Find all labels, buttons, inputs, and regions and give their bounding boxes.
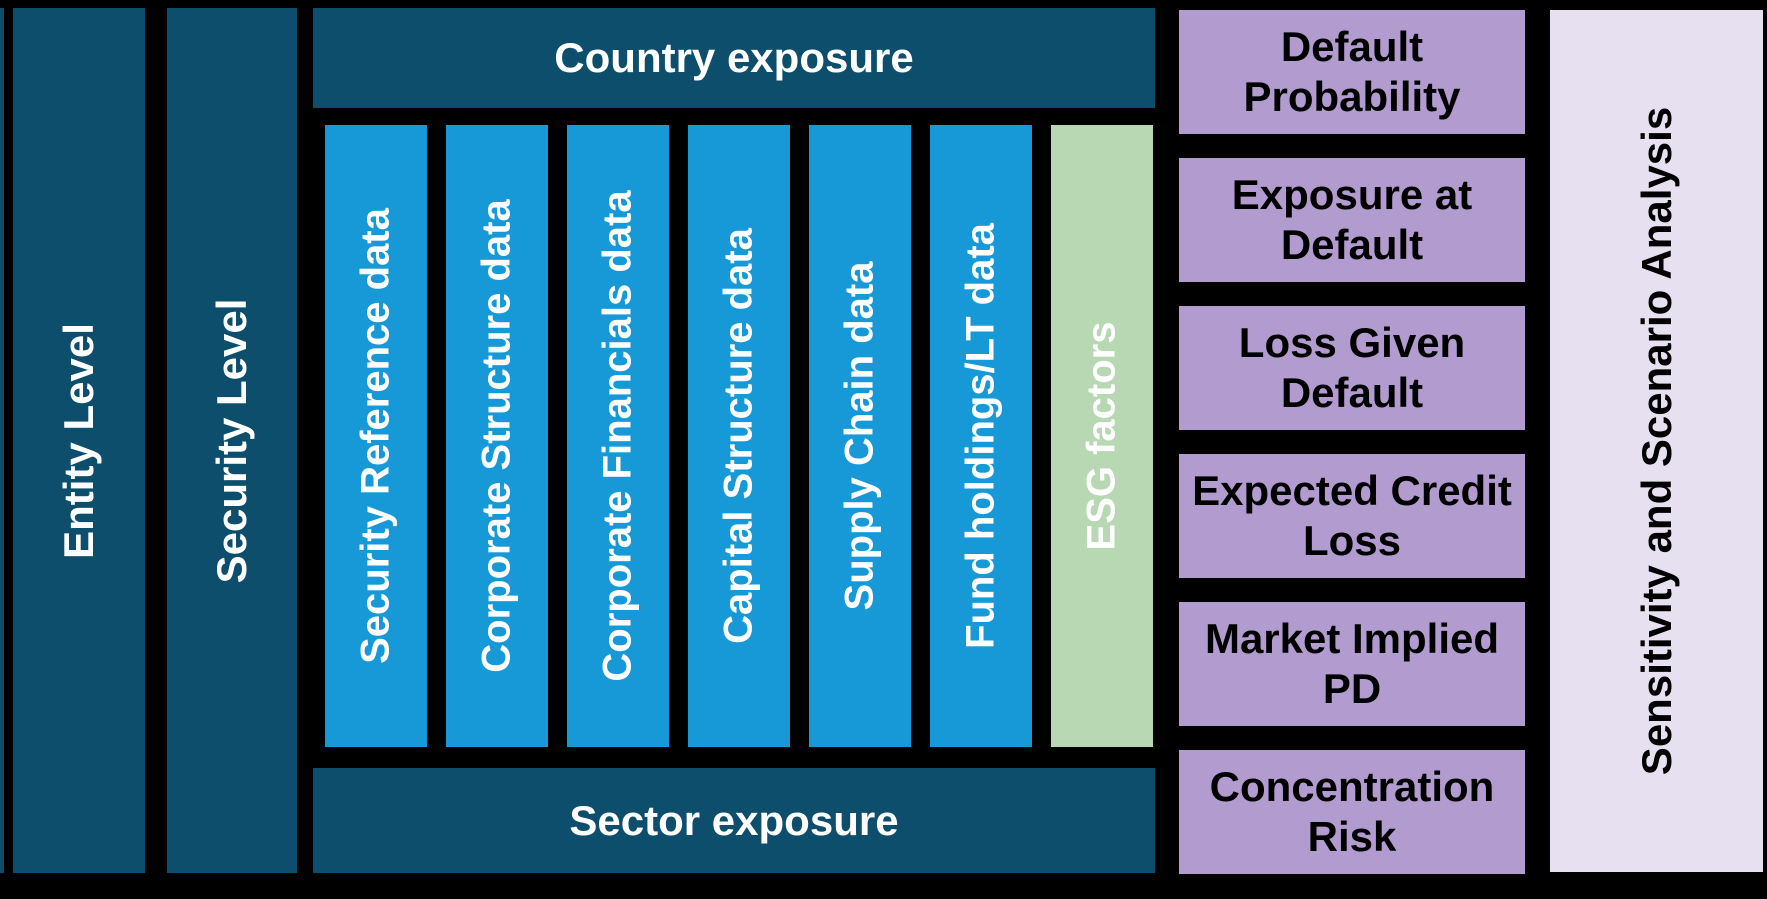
country-exposure-label: Country exposure (554, 34, 914, 81)
risk-box-concentration-risk-label: Concentration Risk (1209, 763, 1495, 860)
risk-metrics-column: Default Probability Exposure at Default … (1179, 10, 1525, 874)
risk-box-market-implied-pd: Market Implied PD (1179, 602, 1525, 726)
risk-box-loss-given-default: Loss Given Default (1179, 306, 1525, 430)
data-bar-supply-chain-label: Supply Chain data (837, 261, 882, 611)
data-bar-capital-structure-label: Capital Structure data (716, 228, 761, 644)
security-level-label: Security Level (208, 298, 255, 583)
clipped-bar-edge (0, 8, 4, 873)
esg-factors-label: ESG factors (1079, 321, 1124, 551)
esg-factors-bar: ESG factors (1051, 125, 1153, 747)
data-bar-corporate-structure: Corporate Structure data (446, 125, 548, 747)
sector-exposure-bar: Sector exposure (313, 768, 1155, 873)
risk-box-default-probability: Default Probability (1179, 10, 1525, 134)
risk-box-expected-credit-loss-label: Expected Credit Loss (1192, 467, 1512, 564)
sensitivity-scenario-label: Sensitivity and Scenario Analysis (1632, 106, 1680, 776)
data-bar-supply-chain: Supply Chain data (809, 125, 911, 747)
risk-box-loss-given-default-label: Loss Given Default (1238, 319, 1466, 416)
data-bar-corporate-financials-label: Corporate Financials data (595, 190, 640, 682)
data-bar-fund-holdings-label: Fund holdings/LT data (958, 223, 1003, 649)
risk-box-expected-credit-loss: Expected Credit Loss (1179, 454, 1525, 578)
data-bar-fund-holdings: Fund holdings/LT data (930, 125, 1032, 747)
data-bar-capital-structure: Capital Structure data (688, 125, 790, 747)
entity-level-label: Entity Level (55, 322, 102, 559)
data-bar-corporate-structure-label: Corporate Structure data (474, 199, 519, 673)
data-bar-security-reference: Security Reference data (325, 125, 427, 747)
sector-exposure-label: Sector exposure (569, 796, 899, 844)
security-level-bar: Security Level (167, 8, 297, 873)
entity-level-bar: Entity Level (13, 8, 145, 873)
risk-box-market-implied-pd-label: Market Implied PD (1204, 615, 1500, 712)
risk-box-concentration-risk: Concentration Risk (1179, 750, 1525, 874)
data-bar-security-reference-label: Security Reference data (353, 208, 398, 664)
risk-box-exposure-at-default: Exposure at Default (1179, 158, 1525, 282)
risk-box-exposure-at-default-label: Exposure at Default (1231, 171, 1473, 268)
sensitivity-scenario-bar: Sensitivity and Scenario Analysis (1550, 10, 1763, 872)
data-bars-row: Security Reference data Corporate Struct… (313, 125, 1155, 747)
country-exposure-bar: Country exposure (313, 8, 1155, 108)
data-bar-corporate-financials: Corporate Financials data (567, 125, 669, 747)
risk-box-default-probability-label: Default Probability (1243, 23, 1461, 120)
